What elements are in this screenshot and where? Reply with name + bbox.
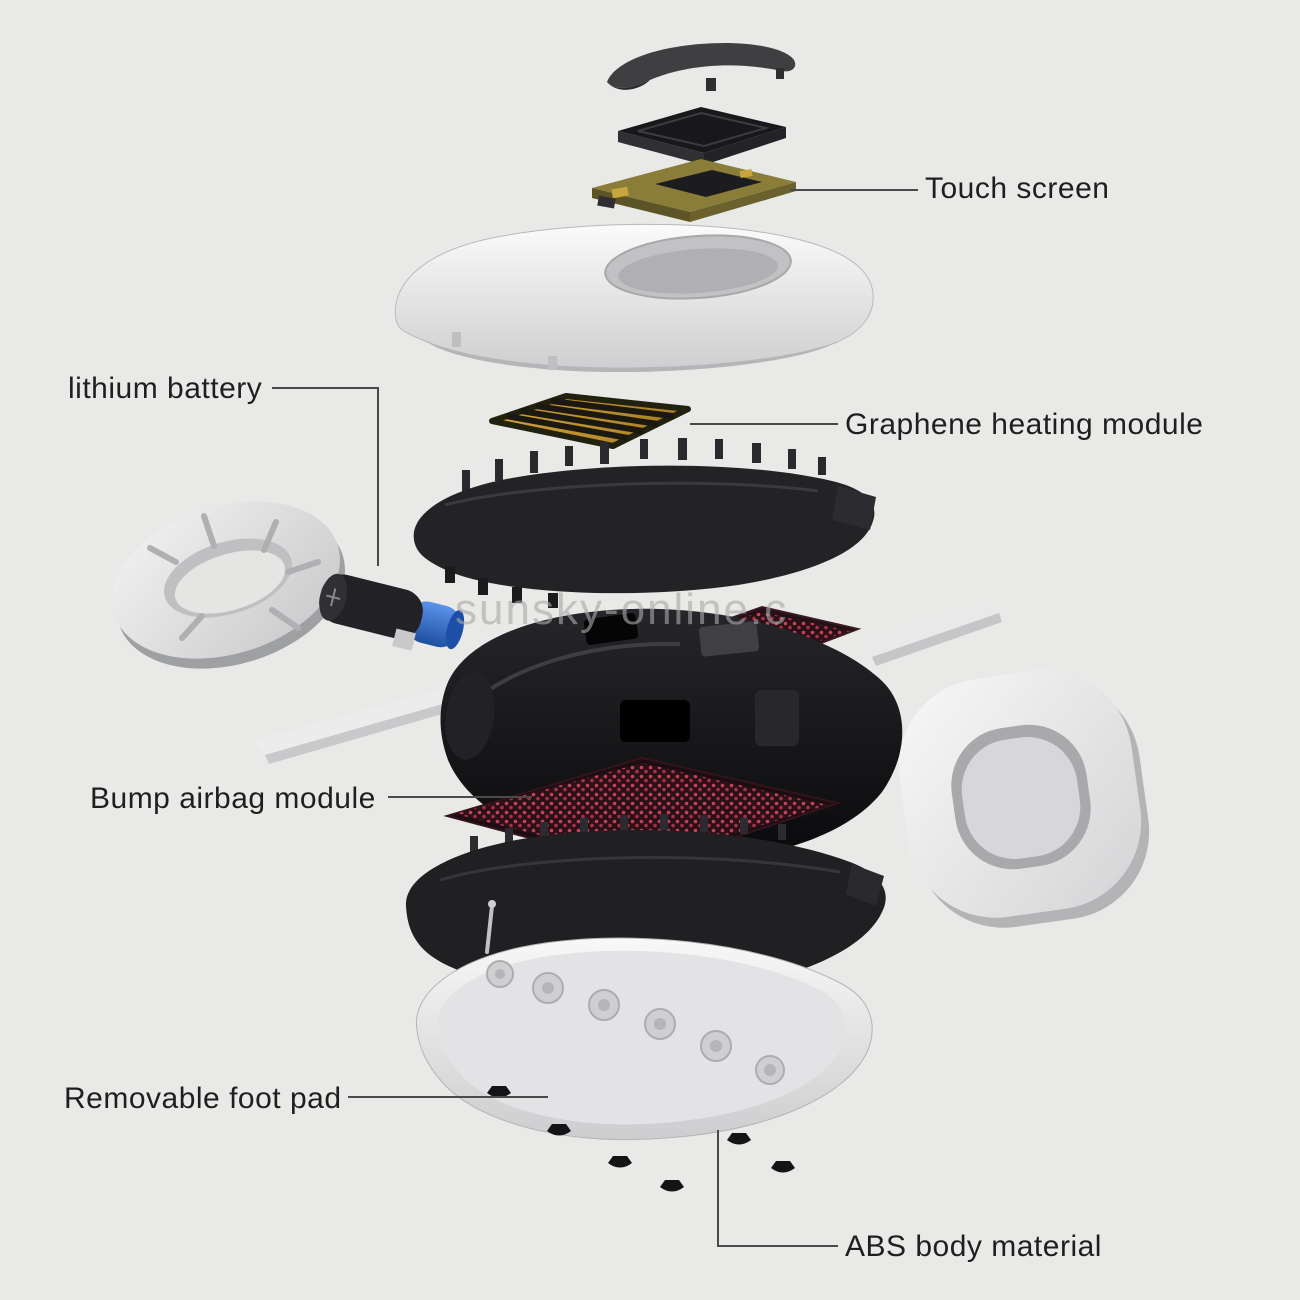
screw-bosses [486, 960, 785, 1085]
side-strip-right-part [861, 601, 1002, 666]
label-lithium-battery: lithium battery [68, 372, 263, 405]
bottom-shell-part [415, 900, 873, 1141]
right-end-ring-part [898, 670, 1150, 928]
left-end-ring-part [112, 501, 345, 669]
abs-leader-line [717, 1130, 838, 1247]
label-abs-body-material: ABS body material [845, 1230, 1102, 1263]
top-cap-part [607, 42, 796, 91]
leader-lines [272, 189, 918, 1247]
inner-frame-upper-part [413, 438, 876, 608]
label-touch-screen: Touch screen [925, 172, 1110, 205]
label-graphene-heating-module: Graphene heating module [845, 408, 1204, 441]
lithium-battery-leader-line [272, 387, 379, 566]
foot-pads-part [487, 1086, 795, 1192]
label-bump-airbag-module: Bump airbag module [90, 782, 376, 815]
heating-module-part [489, 393, 691, 449]
battery-part [319, 573, 465, 651]
screen-module-part [618, 107, 786, 165]
side-strip-left-part [252, 689, 456, 764]
watermark-text: sunsky-online.c [455, 585, 789, 634]
label-removable-foot-pad: Removable foot pad [64, 1082, 342, 1115]
top-shell-part [394, 223, 874, 373]
circuit-board-part [592, 159, 796, 222]
